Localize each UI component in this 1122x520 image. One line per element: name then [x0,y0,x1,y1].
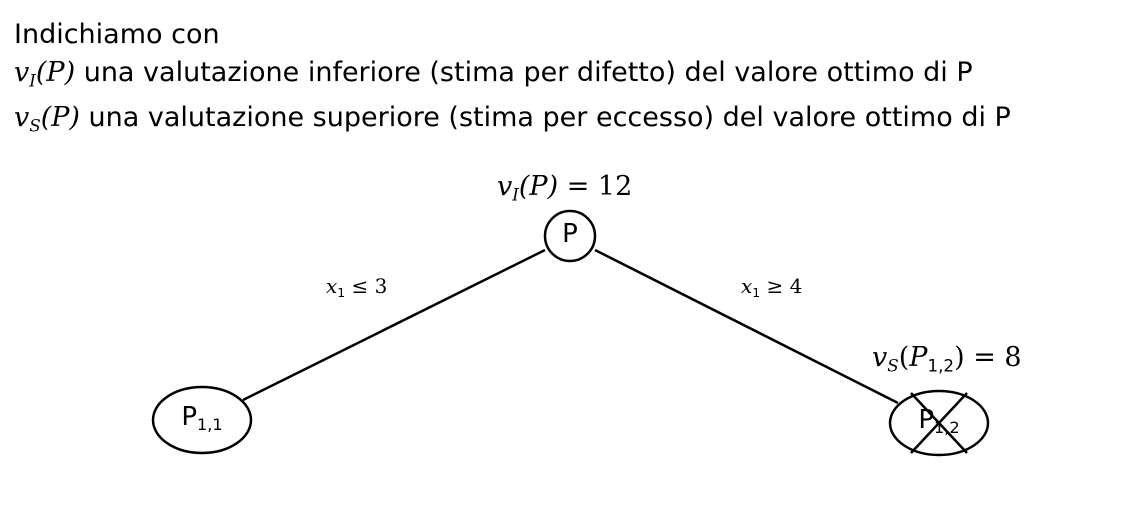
root-node-label: P [562,219,578,249]
root-node-circle [543,209,597,263]
left-edge-line [242,248,546,402]
left-child-node-label: P1,1 [181,402,223,435]
right-edge-line [594,248,899,405]
root-value-label: vI(P) = 12 [497,171,633,205]
vs-description: una valutazione superiore (stima per ecc… [79,102,1011,134]
vi-symbol: vI(P) [14,57,76,91]
intro-line-superiore: vS(P) una valutazione superiore (stima p… [14,99,1011,144]
right-child-node-label: P1,2 [918,405,960,438]
left-edge-label: x1 ≤ 3 [326,274,388,300]
intro-line-inferiore: vI(P) una valutazione inferiore (stima p… [14,54,1011,99]
pruned-cross-icon [910,392,968,454]
intro-heading: Indichiamo con [14,19,220,50]
left-child-node-ellipse [151,385,253,455]
intro-text: Indichiamo con vI(P) una valutazione inf… [14,16,1011,145]
vi-description: una valutazione inferiore (stima per dif… [75,57,973,88]
vs-symbol: vS(P) [14,102,80,136]
right-edge-label: x1 ≥ 4 [741,274,803,300]
right-child-value-label: vS(P1,2) = 8 [872,342,1022,376]
